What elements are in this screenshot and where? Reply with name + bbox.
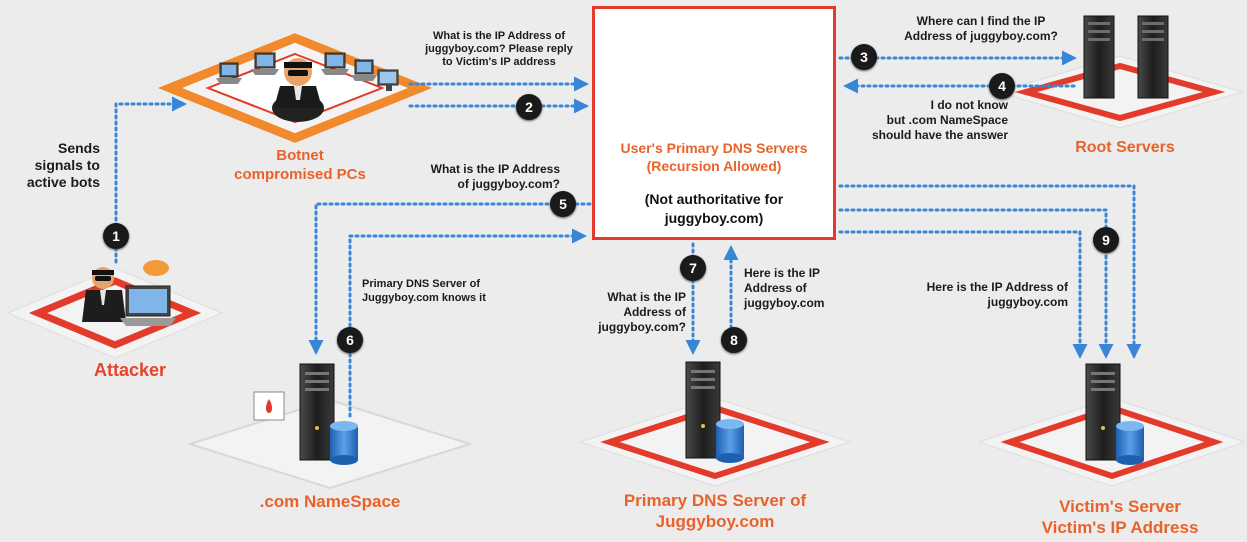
message-line: Sends	[57, 140, 100, 156]
arrow-step-1	[114, 96, 187, 264]
laptop-icon	[251, 52, 279, 75]
hacker-icon	[82, 267, 126, 322]
server-icon	[1137, 15, 1169, 99]
message-line: Address of	[623, 305, 686, 319]
message-line: Address of	[744, 281, 807, 295]
caption-line: Victim's Server	[1059, 497, 1181, 516]
step-badge-6: 6	[337, 327, 363, 353]
users-primary-dns-box: User's Primary DNS Servers (Recursion Al…	[592, 6, 836, 240]
message-line: signals to	[34, 157, 100, 173]
step-badge-4: 4	[989, 73, 1015, 99]
message-line: to Victim's IP address	[442, 56, 556, 68]
server-icon	[1085, 363, 1121, 461]
server-icon	[299, 363, 335, 461]
step-badge-9: 9	[1093, 227, 1119, 253]
namespace-server	[253, 363, 358, 465]
step-badge-5: 5	[550, 191, 576, 217]
server-icon	[685, 361, 721, 459]
step-badge-2: 2	[516, 94, 542, 120]
laptop-icon	[351, 59, 377, 81]
message-line: Address of juggyboy.com?	[904, 29, 1058, 43]
database-icon	[716, 419, 744, 463]
dns-box-title: User's Primary DNS Servers (Recursion Al…	[595, 139, 833, 175]
arrow-step-9a	[838, 184, 1142, 359]
arrow-step-9c	[838, 230, 1088, 359]
server-icon	[1083, 15, 1115, 99]
arrow-step-5	[308, 202, 592, 355]
message-step-7: What is the IP Address of juggyboy.com?	[574, 290, 686, 335]
message-step-9: Here is the IP Address of juggyboy.com	[880, 280, 1068, 310]
caption-com-namespace: .com NameSpace	[259, 492, 401, 511]
message-line: juggyboy.com?	[598, 320, 686, 334]
database-icon	[330, 421, 358, 465]
root-servers	[1083, 15, 1169, 99]
root-platform	[996, 55, 1244, 129]
step-badge-3: 3	[851, 44, 877, 70]
laptop-icon	[321, 52, 349, 75]
message-step-4: I do not know but .com NameSpace should …	[840, 98, 1008, 143]
caption-line: Juggyboy.com	[655, 512, 775, 531]
caption-attacker: Attacker	[93, 360, 167, 380]
message-line: of juggyboy.com?	[457, 177, 560, 191]
message-line: Juggyboy.com knows it	[362, 292, 486, 304]
message-step-5: What is the IP Address of juggyboy.com?	[388, 162, 560, 192]
dns-box-title-line2: (Recursion Allowed)	[646, 158, 782, 174]
arrow-step-9b	[838, 208, 1114, 359]
message-line: active bots	[26, 174, 100, 190]
caption-line: Primary DNS Server of	[623, 491, 807, 510]
primary-dns-server	[685, 361, 744, 463]
dns-box-note: (Not authoritative for juggyboy.com)	[595, 190, 833, 228]
caption-victim: Victim's Server Victim's IP Address	[1010, 496, 1230, 538]
dns-box-note-line1: (Not authoritative for	[644, 191, 784, 207]
message-step-2: What is the IP Address of juggyboy.com? …	[406, 30, 592, 69]
caption-line: compromised PCs	[234, 166, 366, 183]
speech-bubble-icon	[143, 260, 169, 276]
message-line: What is the IP Address	[430, 162, 560, 176]
message-line: juggyboy.com? Please reply	[425, 43, 573, 55]
message-line: Primary DNS Server of	[362, 278, 480, 290]
desktop-icon	[377, 69, 399, 91]
laptop-icon	[216, 62, 242, 84]
arrow-step-6	[348, 228, 587, 418]
message-line: juggyboy.com	[744, 296, 825, 310]
victim-server	[1085, 363, 1144, 465]
dns-box-title-line1: User's Primary DNS Servers	[620, 140, 808, 156]
message-line: Here is the IP	[744, 266, 821, 280]
step-badge-7: 7	[680, 255, 706, 281]
message-line: Where can I find the IP	[916, 14, 1046, 28]
message-line: juggyboy.com	[987, 295, 1068, 309]
message-line: should have the answer	[871, 128, 1008, 142]
dns-box-note-line2: juggyboy.com)	[664, 210, 764, 226]
message-line: but .com NameSpace	[886, 113, 1008, 127]
message-line: What is the IP Address of	[432, 30, 566, 42]
caption-line: Victim's IP Address	[1041, 518, 1199, 537]
document-icon	[253, 391, 285, 421]
caption-primary-dns: Primary DNS Server of Juggyboy.com	[600, 490, 830, 532]
message-step-3: Where can I find the IP Address of juggy…	[886, 14, 1076, 44]
caption-botnet: Botnet compromised PCs	[210, 146, 390, 184]
message-line: I do not know	[930, 98, 1008, 112]
message-line: What is the IP	[607, 290, 686, 304]
step-badge-1: 1	[103, 223, 129, 249]
step-badge-8: 8	[721, 327, 747, 353]
message-step-6: Primary DNS Server of Juggyboy.com knows…	[362, 277, 542, 305]
botnet-pcs	[216, 52, 399, 122]
hacker-icon	[272, 58, 324, 122]
caption-line: Botnet	[276, 147, 324, 164]
laptop-icon	[120, 285, 176, 326]
attacker-figure	[82, 260, 176, 326]
message-step-8: Here is the IP Address of juggyboy.com	[744, 266, 856, 311]
message-line: Here is the IP Address of	[926, 280, 1068, 294]
caption-root-servers: Root Servers	[1075, 139, 1175, 156]
database-icon	[1116, 421, 1144, 465]
message-step-1: Sends signals to active bots	[20, 140, 100, 191]
